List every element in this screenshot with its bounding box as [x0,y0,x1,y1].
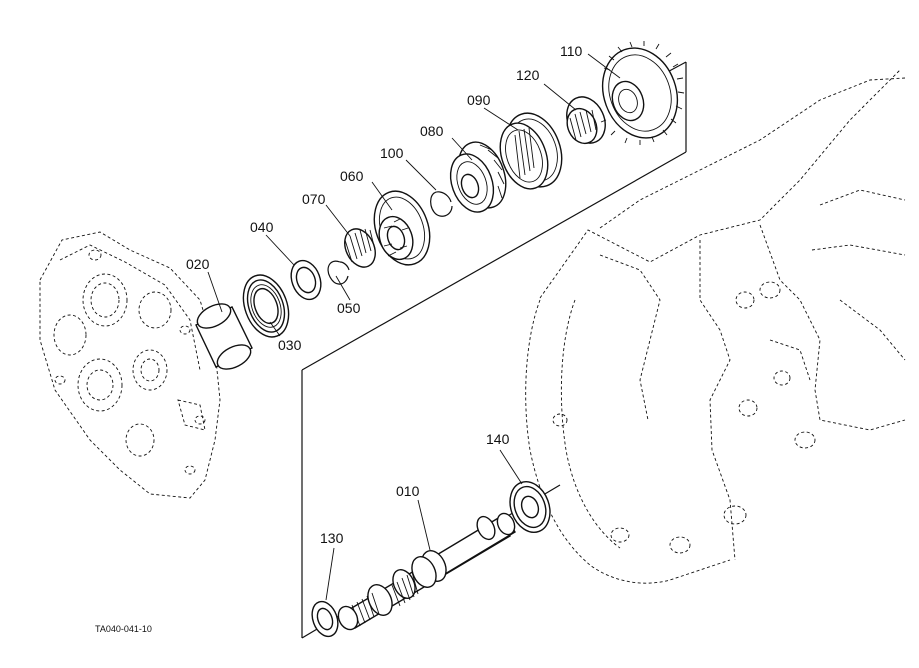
part-130-washer [311,600,339,638]
label-060: 060 [340,168,364,184]
label-020: 020 [186,256,210,272]
frame-lines [301,61,687,639]
part-labels: 110 120 090 080 100 060 070 040 020 050 … [186,43,583,546]
part-070-needle-bearing [344,228,376,268]
part-120-needle-bearing [566,96,606,145]
part-110-gear [600,41,685,145]
label-090: 090 [467,92,491,108]
label-140: 140 [486,431,510,447]
figure-code: TA040-041-10 [95,624,152,634]
part-140-bearing [509,481,551,533]
part-020-sleeve [195,303,253,370]
label-050: 050 [337,300,361,316]
part-060-gear [373,190,431,266]
transmission-case [525,69,906,584]
front-housing [39,231,221,499]
part-040-washer [290,259,322,301]
part-090-sleeve [499,112,563,190]
label-070: 070 [302,191,326,207]
part-030-bearing [242,274,290,338]
part-100-snap-ring [430,191,453,217]
part-010-shaft [337,512,516,631]
part-050-snap-ring [327,260,350,285]
label-110: 110 [560,43,583,59]
label-120: 120 [516,67,540,83]
label-040: 040 [250,219,274,235]
leader-lines [207,53,621,601]
label-030: 030 [278,337,302,353]
label-130: 130 [320,530,344,546]
label-080: 080 [420,123,444,139]
label-100: 100 [380,145,404,161]
label-010: 010 [396,483,420,499]
